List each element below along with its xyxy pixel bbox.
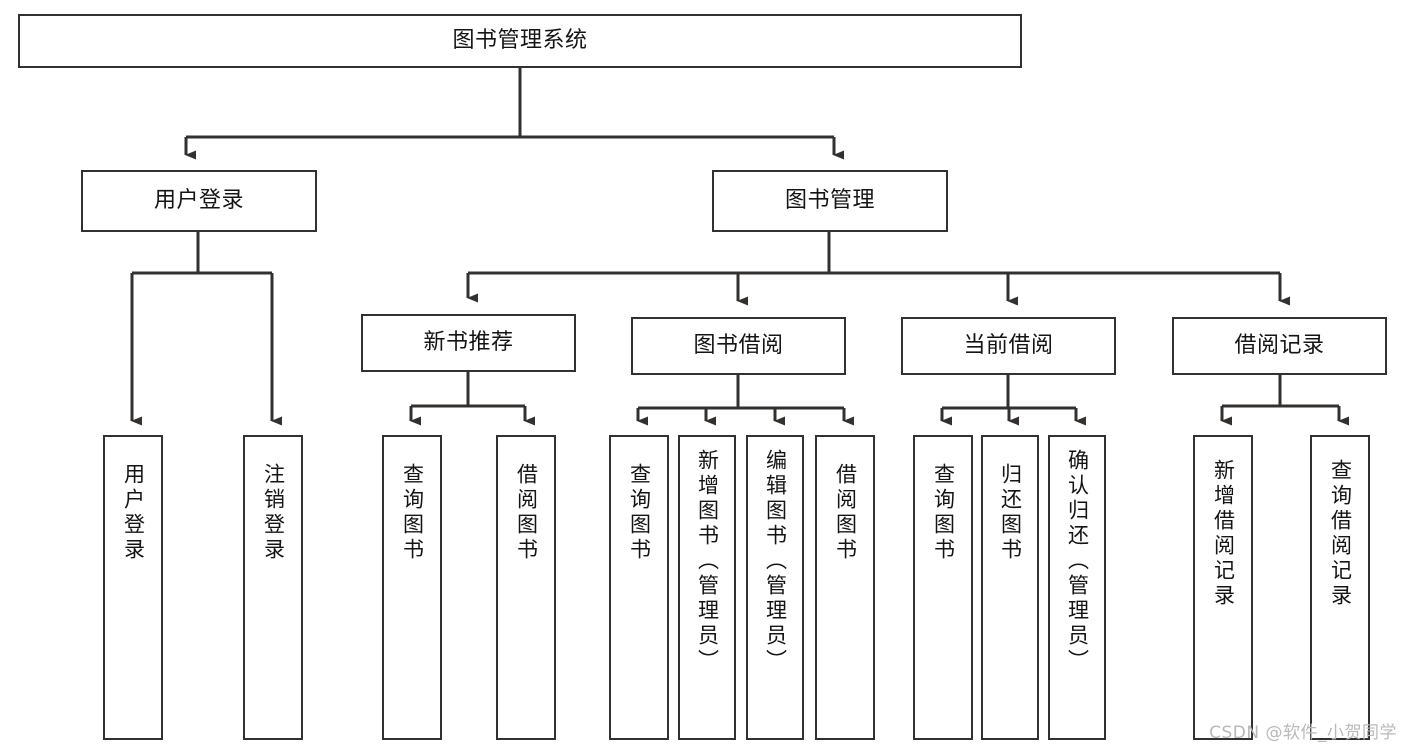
node-leaf-query-record[interactable]: 查询借阅记录 [1310, 435, 1370, 740]
node-leaf-query-record-label: 查询借阅记录 [1328, 459, 1353, 609]
node-leaf-add-record-label: 新增借阅记录 [1211, 459, 1236, 609]
node-leaf-add-book[interactable]: 新增图书（管理员） [678, 435, 736, 740]
node-user-login-label: 用户登录 [153, 188, 244, 214]
node-leaf-query-book-a-label: 查询图书 [400, 463, 425, 563]
node-leaf-query-book-c-label: 查询图书 [931, 463, 956, 563]
node-root[interactable]: 图书管理系统 [18, 14, 1022, 68]
node-book-manage[interactable]: 图书管理 [712, 170, 948, 232]
node-leaf-user-logout[interactable]: 注销登录 [243, 435, 303, 740]
node-book-manage-label: 图书管理 [784, 188, 875, 214]
node-leaf-add-book-label: 新增图书（管理员） [695, 449, 720, 674]
node-new-book-rec[interactable]: 新书推荐 [361, 314, 576, 372]
node-new-book-rec-label: 新书推荐 [423, 330, 514, 356]
node-current-borrow-label: 当前借阅 [963, 333, 1054, 359]
node-leaf-confirm-return[interactable]: 确认归还（管理员） [1048, 435, 1106, 740]
node-leaf-query-book-b[interactable]: 查询图书 [609, 435, 669, 740]
node-user-login[interactable]: 用户登录 [81, 170, 317, 232]
node-leaf-query-book-c[interactable]: 查询图书 [913, 435, 973, 740]
node-leaf-borrow-book-b-label: 借阅图书 [833, 463, 858, 563]
node-leaf-user-logout-label: 注销登录 [261, 463, 286, 563]
node-leaf-query-book-b-label: 查询图书 [627, 463, 652, 563]
node-leaf-add-record[interactable]: 新增借阅记录 [1193, 435, 1253, 740]
node-root-label: 图书管理系统 [452, 28, 588, 54]
node-leaf-borrow-book-a-label: 借阅图书 [514, 463, 539, 563]
node-leaf-borrow-book-b[interactable]: 借阅图书 [815, 435, 875, 740]
node-borrow-record-label: 借阅记录 [1234, 333, 1325, 359]
node-leaf-user-login[interactable]: 用户登录 [103, 435, 163, 740]
node-book-borrow-label: 图书借阅 [693, 333, 784, 359]
node-borrow-record[interactable]: 借阅记录 [1172, 317, 1387, 375]
node-leaf-edit-book[interactable]: 编辑图书（管理员） [746, 435, 804, 740]
node-leaf-return-book[interactable]: 归还图书 [981, 435, 1039, 740]
node-current-borrow[interactable]: 当前借阅 [901, 317, 1116, 375]
node-leaf-return-book-label: 归还图书 [998, 463, 1023, 563]
node-leaf-user-login-label: 用户登录 [121, 463, 146, 563]
node-leaf-query-book-a[interactable]: 查询图书 [382, 435, 442, 740]
node-leaf-confirm-return-label: 确认归还（管理员） [1065, 449, 1090, 674]
node-leaf-borrow-book-a[interactable]: 借阅图书 [496, 435, 556, 740]
node-leaf-edit-book-label: 编辑图书（管理员） [763, 449, 788, 674]
node-book-borrow[interactable]: 图书借阅 [631, 317, 846, 375]
